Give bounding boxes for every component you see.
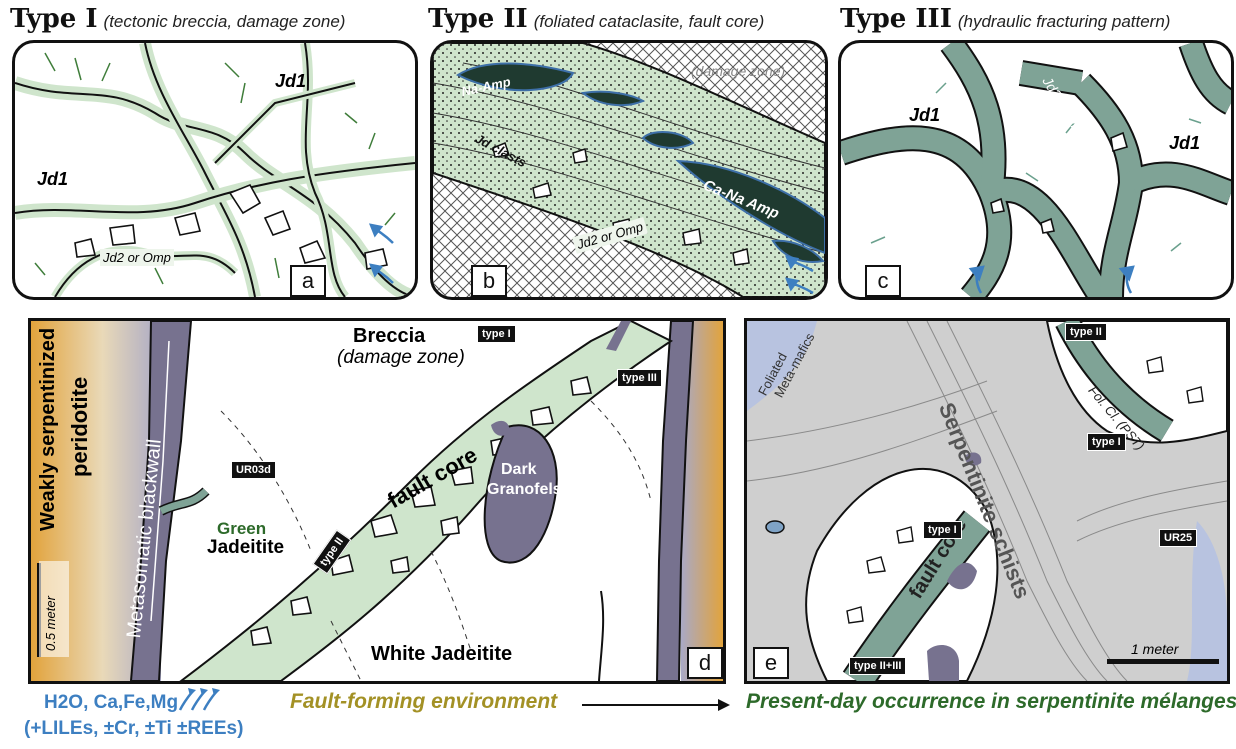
panel-c: Jd1 Jd1 Jd2 or Omp c — [838, 40, 1234, 300]
transition-arrow-icon — [582, 696, 732, 714]
panel-d-damage-zone-label: (damage zone) — [337, 347, 465, 369]
panel-b-subtitle: (foliated cataclasite, fault core) — [534, 12, 765, 31]
panel-d-jadeitite-label: Jadeitite — [207, 537, 284, 559]
fluids-line2: (+LILEs, ±Cr, ±Ti ±REEs) — [24, 718, 243, 740]
panel-a-title: Type I — [10, 4, 98, 34]
panel-d-tag-type1: type I — [477, 325, 516, 343]
panel-a-heading: Type I (tectonic breccia, damage zone) — [10, 4, 345, 34]
panel-e-letter: e — [753, 647, 789, 679]
panel-e-scale-label: 1 meter — [1131, 641, 1178, 657]
panel-e-tag-type1-top: type I — [1087, 433, 1126, 451]
panel-c-vein-drawing — [841, 43, 1231, 297]
panel-e-tag-type2: type II — [1065, 323, 1107, 341]
fluid-arrows-icon — [176, 684, 226, 714]
fault-env-label: Fault-forming environment — [290, 690, 557, 714]
panel-a-subtitle: (tectonic breccia, damage zone) — [104, 12, 346, 31]
panel-d-breccia-label: Breccia — [353, 325, 425, 348]
panel-d-tag-type3: type III — [617, 369, 662, 387]
panel-c-title: Type III — [840, 4, 952, 34]
panel-e-tag-type1-low: type I — [923, 521, 962, 539]
present-day-label: Present-day occurrence in serpentinite m… — [746, 690, 1236, 714]
panel-e-tag-ur25: UR25 — [1159, 529, 1197, 547]
panel-c-jd1-left-label: Jd1 — [909, 105, 940, 126]
panel-c-subtitle: (hydraulic fracturing pattern) — [958, 12, 1171, 31]
panel-d-weakly-label: Weakly serpentinized — [37, 328, 60, 531]
panel-d-granofels-label: Granofels — [487, 481, 562, 499]
panel-a-breccia-drawing — [15, 43, 415, 297]
panel-d: Weakly serpentinized peridotite Metasoma… — [28, 318, 726, 684]
panel-d-green-label: Green — [217, 519, 266, 539]
panel-d-white-jadeitite-label: White Jadeitite — [371, 643, 512, 666]
panel-d-tag-ur03d: UR03d — [231, 461, 276, 479]
panel-b-title: Type II — [428, 4, 528, 34]
panel-b: (damage zone) Na-Amp Jd clasts Ca-Na Amp… — [430, 40, 828, 300]
panel-b-letter: b — [471, 265, 507, 297]
panel-e: Foliated Meta-mafics Serpentinite schist… — [744, 318, 1230, 684]
panel-a-jd1-left-label: Jd1 — [37, 169, 68, 190]
panel-d-letter: d — [687, 647, 723, 679]
panel-b-damage-zone-label: (damage zone) — [691, 63, 785, 79]
panel-c-heading: Type III (hydraulic fracturing pattern) — [840, 4, 1170, 34]
panel-d-dark-label: Dark — [501, 461, 537, 479]
panel-d-scale-label: 0.5 meter — [43, 596, 58, 651]
panel-e-tag-type23: type II+III — [849, 657, 906, 675]
panel-d-peridotite-label: peridotite — [67, 377, 93, 477]
fluids-line1: H2O, Ca,Fe,Mg — [44, 692, 178, 714]
panel-a-letter: a — [290, 265, 326, 297]
panel-c-letter: c — [865, 265, 901, 297]
panel-a-jd1-label: Jd1 — [275, 71, 306, 92]
panel-c-jd1-right-label: Jd1 — [1169, 133, 1200, 154]
panel-b-heading: Type II (foliated cataclasite, fault core… — [428, 4, 764, 34]
panel-a-jd2-label: Jd2 or Omp — [100, 249, 174, 266]
panel-a: Jd1 Jd1 Jd2 or Omp a — [12, 40, 418, 300]
